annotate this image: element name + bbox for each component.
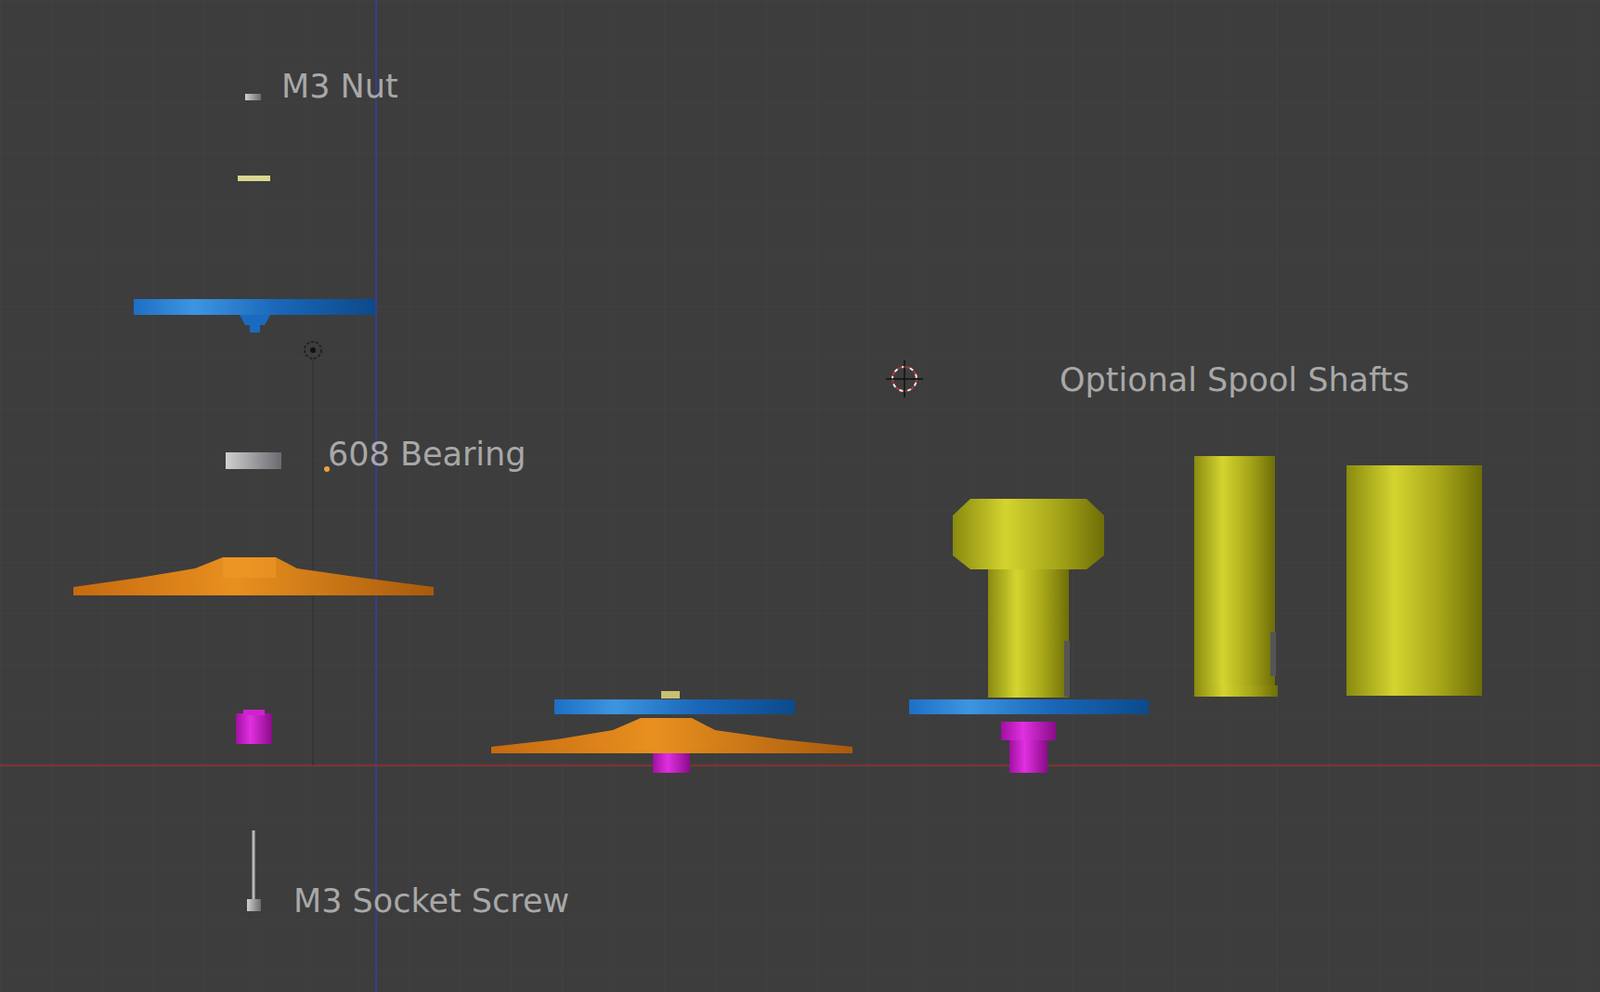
part-label: 608 Bearing (327, 436, 526, 473)
part-label: M3 Socket Screw (293, 883, 570, 920)
part-label: M3 Nut (281, 68, 399, 105)
part-label: Optional Spool Shafts (1059, 362, 1410, 399)
